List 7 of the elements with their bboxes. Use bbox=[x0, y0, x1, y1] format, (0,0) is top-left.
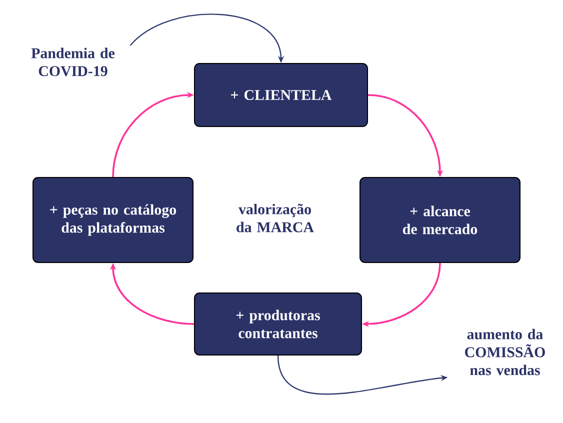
center-label: valorização da MARCA bbox=[236, 204, 314, 232]
process-box: + CLIENTELA bbox=[194, 63, 368, 127]
process-box: + peças no catálogo das plataformas bbox=[32, 177, 194, 263]
process-box: + produtoras contratantes bbox=[194, 292, 362, 356]
process-box: + alcance de mercado bbox=[360, 177, 520, 263]
note-text: aumento da COMISSÃO nas vendas bbox=[465, 328, 545, 376]
note-text: Pandemia de COVID-19 bbox=[31, 48, 115, 76]
